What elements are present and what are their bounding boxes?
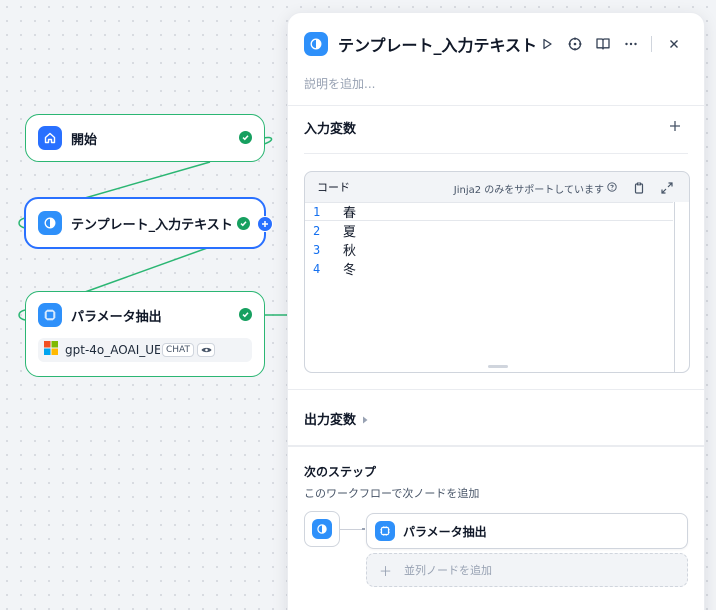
- line-number: 3: [313, 242, 321, 257]
- edge-start-template: [84, 161, 211, 199]
- help-book-icon[interactable]: [589, 31, 617, 57]
- editor-scroll-gutter: [674, 202, 675, 372]
- code-editor[interactable]: コード Jinja2 のみをサポートしています 1 春 2 夏 3: [304, 171, 690, 373]
- edges-layer: [18, 136, 287, 321]
- line-content: 冬: [343, 263, 357, 278]
- code-line[interactable]: 3 秋: [305, 240, 673, 260]
- next-node-parameter-extractor[interactable]: パラメータ抽出: [366, 513, 688, 549]
- more-options-icon[interactable]: [617, 31, 645, 57]
- node-title: テンプレート_入力テキスト: [71, 217, 233, 233]
- copy-icon[interactable]: [631, 180, 647, 196]
- model-selector[interactable]: gpt-4o_AOAI_UE CHAT: [38, 338, 252, 362]
- jinja2-hint-text: Jinja2 のみをサポートしています: [453, 185, 604, 196]
- jinja2-hint: Jinja2 のみをサポートしています: [454, 181, 617, 196]
- node-title: 開始: [71, 132, 98, 148]
- expand-icon[interactable]: [659, 180, 675, 196]
- line-content: 夏: [343, 225, 357, 240]
- vision-eye-icon: [197, 343, 216, 357]
- next-node-label: パラメータ抽出: [403, 524, 487, 539]
- panel-actions: [533, 31, 688, 57]
- panel-header: テンプレート_入力テキスト: [304, 31, 688, 57]
- caret-right-icon: [362, 409, 368, 428]
- code-line[interactable]: 2 夏: [305, 221, 673, 241]
- divider: [288, 445, 704, 447]
- parameter-extractor-icon: [375, 521, 395, 541]
- output-vars-toggle[interactable]: 出力変数: [304, 409, 368, 428]
- add-parallel-label: 並列ノードを追加: [404, 564, 493, 577]
- line-content: 春: [343, 206, 357, 221]
- code-body[interactable]: 1 春 2 夏 3 秋 4 冬: [305, 202, 689, 372]
- output-vars-title: 出力変数: [304, 413, 357, 428]
- success-check-icon: [239, 308, 252, 321]
- parameter-extractor-icon: [38, 303, 62, 327]
- success-check-icon: [239, 131, 252, 144]
- help-circle-icon[interactable]: [607, 182, 617, 195]
- line-number: 4: [313, 261, 321, 276]
- divider: [288, 389, 704, 390]
- code-label: コード: [317, 181, 350, 194]
- success-check-icon: [237, 217, 250, 230]
- line-number: 2: [313, 223, 321, 238]
- locate-node-icon[interactable]: [561, 31, 589, 57]
- next-step-subtitle: このワークフローで次ノードを追加: [304, 487, 480, 500]
- node-settings-panel: テンプレート_入力テキスト 説明を追加... 入力変数: [287, 12, 705, 610]
- plus-icon: ＋: [379, 564, 393, 580]
- divider: [288, 105, 704, 106]
- input-vars-title: 入力変数: [304, 122, 357, 137]
- divider: [304, 153, 688, 154]
- resize-handle[interactable]: [488, 365, 508, 368]
- add-variable-icon[interactable]: [666, 117, 684, 135]
- line-number: 1: [313, 204, 321, 219]
- code-line[interactable]: 1 春: [305, 202, 673, 221]
- template-icon: [304, 32, 328, 56]
- model-name: gpt-4o_AOAI_UE: [65, 343, 160, 357]
- edge-template-param: [84, 246, 211, 293]
- line-content: 秋: [343, 244, 357, 259]
- header-separator: [651, 36, 652, 52]
- close-icon[interactable]: [660, 31, 688, 57]
- run-play-icon[interactable]: [533, 31, 561, 57]
- code-line[interactable]: 4 冬: [305, 259, 673, 279]
- next-step-title: 次のステップ: [304, 465, 377, 479]
- panel-title[interactable]: テンプレート_入力テキスト: [338, 36, 538, 55]
- node-template[interactable]: テンプレート_入力テキスト: [24, 197, 273, 249]
- current-node-badge: [304, 511, 340, 547]
- home-icon: [38, 126, 62, 150]
- node-start[interactable]: 開始: [25, 114, 265, 162]
- template-icon: [38, 211, 62, 235]
- microsoft-logo-icon: [43, 340, 59, 360]
- description-input[interactable]: 説明を追加...: [304, 77, 376, 91]
- node-title: パラメータ抽出: [71, 309, 162, 325]
- node-parameter-extractor[interactable]: パラメータ抽出 gpt-4o_AOAI_UE CHAT: [25, 291, 265, 377]
- chat-badge: CHAT: [162, 343, 195, 357]
- template-icon: [312, 519, 332, 539]
- next-step-connector: [340, 528, 365, 530]
- add-parallel-node-button[interactable]: ＋ 並列ノードを追加: [366, 553, 688, 587]
- add-next-node-icon[interactable]: [257, 216, 273, 232]
- code-editor-header: コード: [305, 172, 689, 202]
